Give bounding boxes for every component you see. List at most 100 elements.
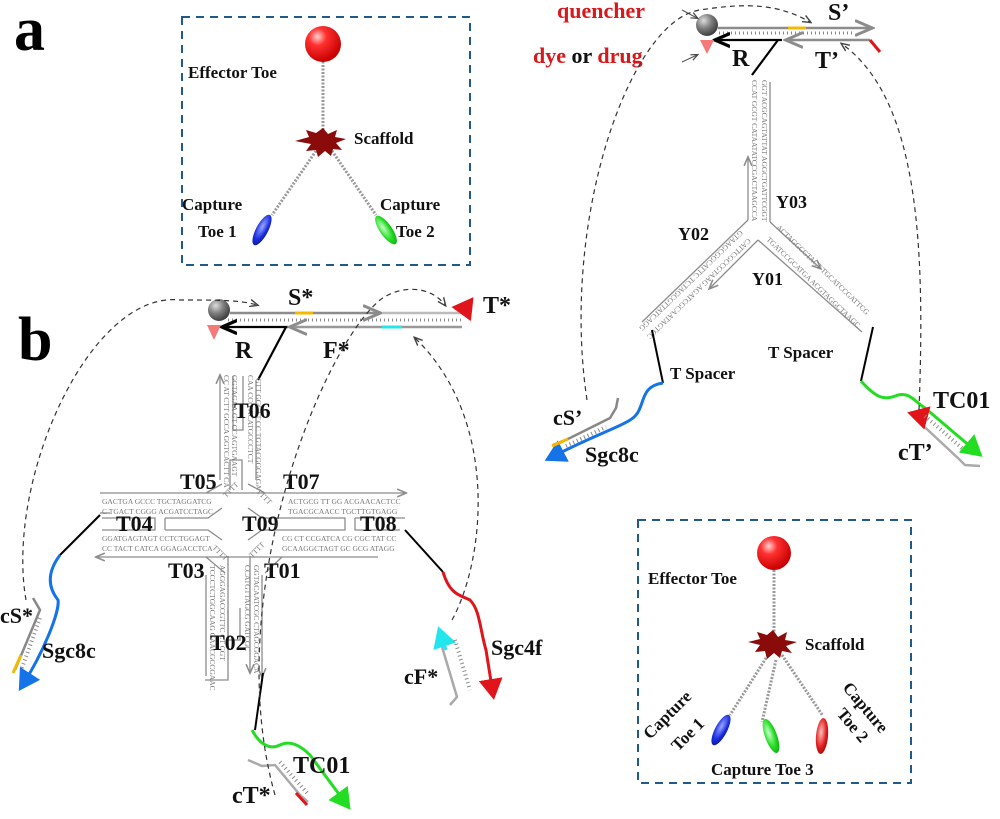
T06-label: T06 [234, 398, 271, 423]
capture-toe-2-label-2: Toe 2 [396, 222, 435, 241]
t02-seq-l2: AGGGAGACCGTTC CT CGT [218, 565, 227, 661]
capture-toe-3-oval-b [762, 718, 780, 754]
sgc8c-aptamer-strand-b [18, 554, 62, 692]
t06-seq-r2: GTT GGCTT CC TGTACGGGAGA [254, 378, 263, 490]
y01-strand-outer [769, 221, 820, 268]
Y01-label: Y01 [752, 269, 783, 289]
quencher-pointer [681, 9, 697, 18]
t06-hairpin-top [232, 376, 244, 431]
dashed-arc-cT-to-T [842, 44, 922, 411]
cT-prime-red-segment [907, 406, 931, 430]
t04-seq-bot: GGATGAGTAGT CCTCTGGAGT [102, 534, 210, 543]
dye-triangle-b [207, 325, 221, 340]
TC01-aptamer-strand-b [250, 729, 351, 810]
scaffold-star-icon-b [748, 630, 797, 659]
cS-prime-orange-segment [551, 437, 569, 448]
dashed-arc-cF-star [415, 338, 479, 621]
Y03-label: Y03 [776, 192, 807, 212]
t-spacer-right [860, 326, 874, 382]
capture-toe-3-label: Capture Toe 3 [711, 760, 814, 779]
spacer-t02 [254, 672, 264, 731]
panel-label-a: a [14, 0, 45, 64]
t-spacer-right-label: T Spacer [768, 343, 834, 362]
dashed-arc-cS-to-S [580, 5, 810, 401]
effector-toe-sphere-b [757, 536, 791, 570]
T02-label: T02 [210, 630, 247, 655]
cS-star-label: cS* [0, 603, 33, 628]
t06-seq-r1: CAA CCG ACATGCCCTCT [246, 375, 255, 464]
capture-toe-2-oval-b [815, 718, 829, 754]
R-linker-b [257, 326, 287, 381]
cS-star-basepairs [20, 617, 42, 669]
F-star-label: F* [323, 338, 350, 364]
capture-toe-1-oval [252, 214, 272, 246]
sgc8c-aptamer-strand [544, 381, 664, 462]
capture1-linker-b [728, 654, 770, 716]
capture-toe-1-label-2: Toe 1 [198, 222, 237, 241]
y02-seq-a: GTAAGCGGCATTC TCTAGCGTTATCAGG [637, 229, 745, 334]
t02-seq-r1: CCATGTTAGCG GATCGC [243, 565, 252, 651]
t04-inner-upper [165, 507, 223, 519]
effector-toe-label: Effector Toe [188, 63, 277, 82]
y01-seq-a: ACTAGGCGTACT TGCATCCGATTCG [775, 223, 872, 317]
y03-seq-a: CCAT GCGT CATAATATCCGACTAAGCCA [750, 80, 759, 222]
t03-t02-strand [205, 556, 229, 681]
t07-seq: ACTGCG TT GG ACGAACACTCC [288, 497, 400, 506]
effector-toe-label-b: Effector Toe [648, 569, 737, 588]
t09-right-box [247, 507, 346, 541]
panel-label-b: b [18, 306, 52, 374]
TC01-aptamer-strand [859, 379, 983, 457]
T09-label: T09 [242, 511, 279, 536]
scaffold-label: Scaffold [354, 129, 414, 148]
sgc8c-label-b: Sgc8c [42, 638, 96, 663]
T07-label: T07 [283, 469, 320, 494]
quencher-sphere-b [208, 299, 230, 321]
cT-prime-basepairs [923, 414, 965, 451]
sgc4f-label: Sgc4f [491, 635, 543, 660]
t02-seq-r2: GGTACAATCGC CTAGCGGACA [252, 565, 261, 674]
t08-hairpin [354, 517, 405, 531]
R-linker [751, 39, 779, 76]
spacer-t04 [59, 514, 101, 556]
capture-toe-2-oval [375, 215, 397, 245]
S-star-label: S* [288, 285, 313, 311]
t06-seq-l2: GGTAGAA GT CCAGTGAAGT [230, 375, 239, 477]
legend-border-bottom [637, 519, 912, 784]
y02-seq-b: CATTCGCCGTAAG AGATCGCAATAGTCC [645, 237, 753, 341]
S-prime-label: S’ [828, 0, 849, 26]
t01-seq: GCAAGGCTAGT GC GCG ATAGG [282, 544, 395, 553]
capture3-linker-b [760, 659, 778, 723]
dye-label: dye [533, 43, 566, 68]
TC01-label-b: TC01 [293, 753, 350, 779]
dye-or-drug-label: dye or drug [533, 43, 643, 68]
T-prime-red-tail [868, 39, 882, 53]
capture-toe-1-label: Capture [182, 195, 243, 214]
quencher-label: quencher [557, 0, 645, 23]
T03-label: T03 [168, 558, 205, 583]
scaffold-star-icon [295, 128, 346, 157]
tttt-2: TTTT [255, 487, 275, 507]
Y02-label: Y02 [678, 224, 709, 244]
t09-inner-top [229, 459, 243, 490]
T-star-red-tail [451, 297, 474, 322]
y02-strand-outer [641, 219, 749, 323]
dashed-arc-cT-star [258, 288, 445, 796]
R-label: R [732, 46, 750, 72]
TC01-label-a: TC01 [933, 388, 990, 414]
t08-seq-top: TGACGCAACC TGCTTGTGAGG [288, 507, 398, 516]
cF-star-strand [438, 639, 459, 706]
quencher-sphere [696, 14, 718, 36]
capture-toe-2-label: Capture [380, 195, 441, 214]
dye-triangle [700, 40, 714, 54]
t09-upper-diagonals [205, 483, 266, 494]
t-spacer-left [651, 329, 664, 384]
t-spacer-left-label: T Spacer [670, 364, 736, 383]
spacer-t08 [404, 529, 444, 573]
cT-prime-label: cT’ [898, 440, 933, 466]
t04-seq-top: C TGACT CGGG ACGATCCTAGC [102, 507, 213, 516]
T04-label: T04 [116, 511, 153, 536]
sgc4f-aptamer-strand [441, 571, 503, 700]
t05-seq: GACTGA GCCC TGCTAGGATCG [102, 497, 212, 506]
